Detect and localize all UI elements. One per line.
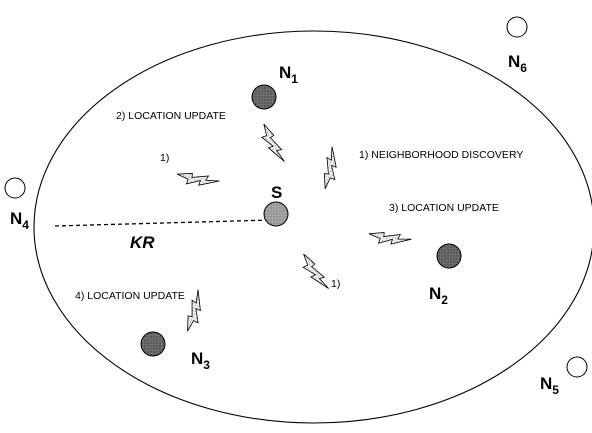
radius-label: KR [130,233,155,252]
label-discovery-bottom: 1) [331,278,340,290]
bolt-update-n2-icon [366,224,413,254]
node-n1 [251,84,277,110]
node-n5-label: N5 [540,374,559,397]
node-n3 [140,331,166,357]
transmission-range [33,30,592,424]
source-node-label: S [271,183,282,202]
bolt-discovery-top-icon [316,145,346,192]
node-n6-label: N6 [508,52,527,75]
source-node [263,201,289,227]
label-update-n3: 4) LOCATION UPDATE [75,290,185,302]
label-update-n1: 2) LOCATION UPDATE [116,110,226,122]
node-n4 [4,177,26,199]
node-n1-label: N1 [279,63,298,86]
node-n2 [436,243,462,269]
bolt-discovery-left-icon [174,165,221,195]
bolt-update-n1-icon [257,120,286,167]
node-n4-label: N4 [10,209,29,232]
node-n2-label: N2 [429,284,448,307]
bolt-discovery-bottom-icon [297,249,330,295]
radius-line [54,219,272,227]
node-n3-label: N3 [191,349,210,372]
label-neighborhood-discovery: 1) NEIGHBORHOOD DISCOVERY [359,149,523,161]
node-n6 [506,16,528,38]
node-n5 [566,356,588,378]
label-update-n2: 3) LOCATION UPDATE [389,202,499,214]
label-discovery-left: 1) [160,152,169,164]
